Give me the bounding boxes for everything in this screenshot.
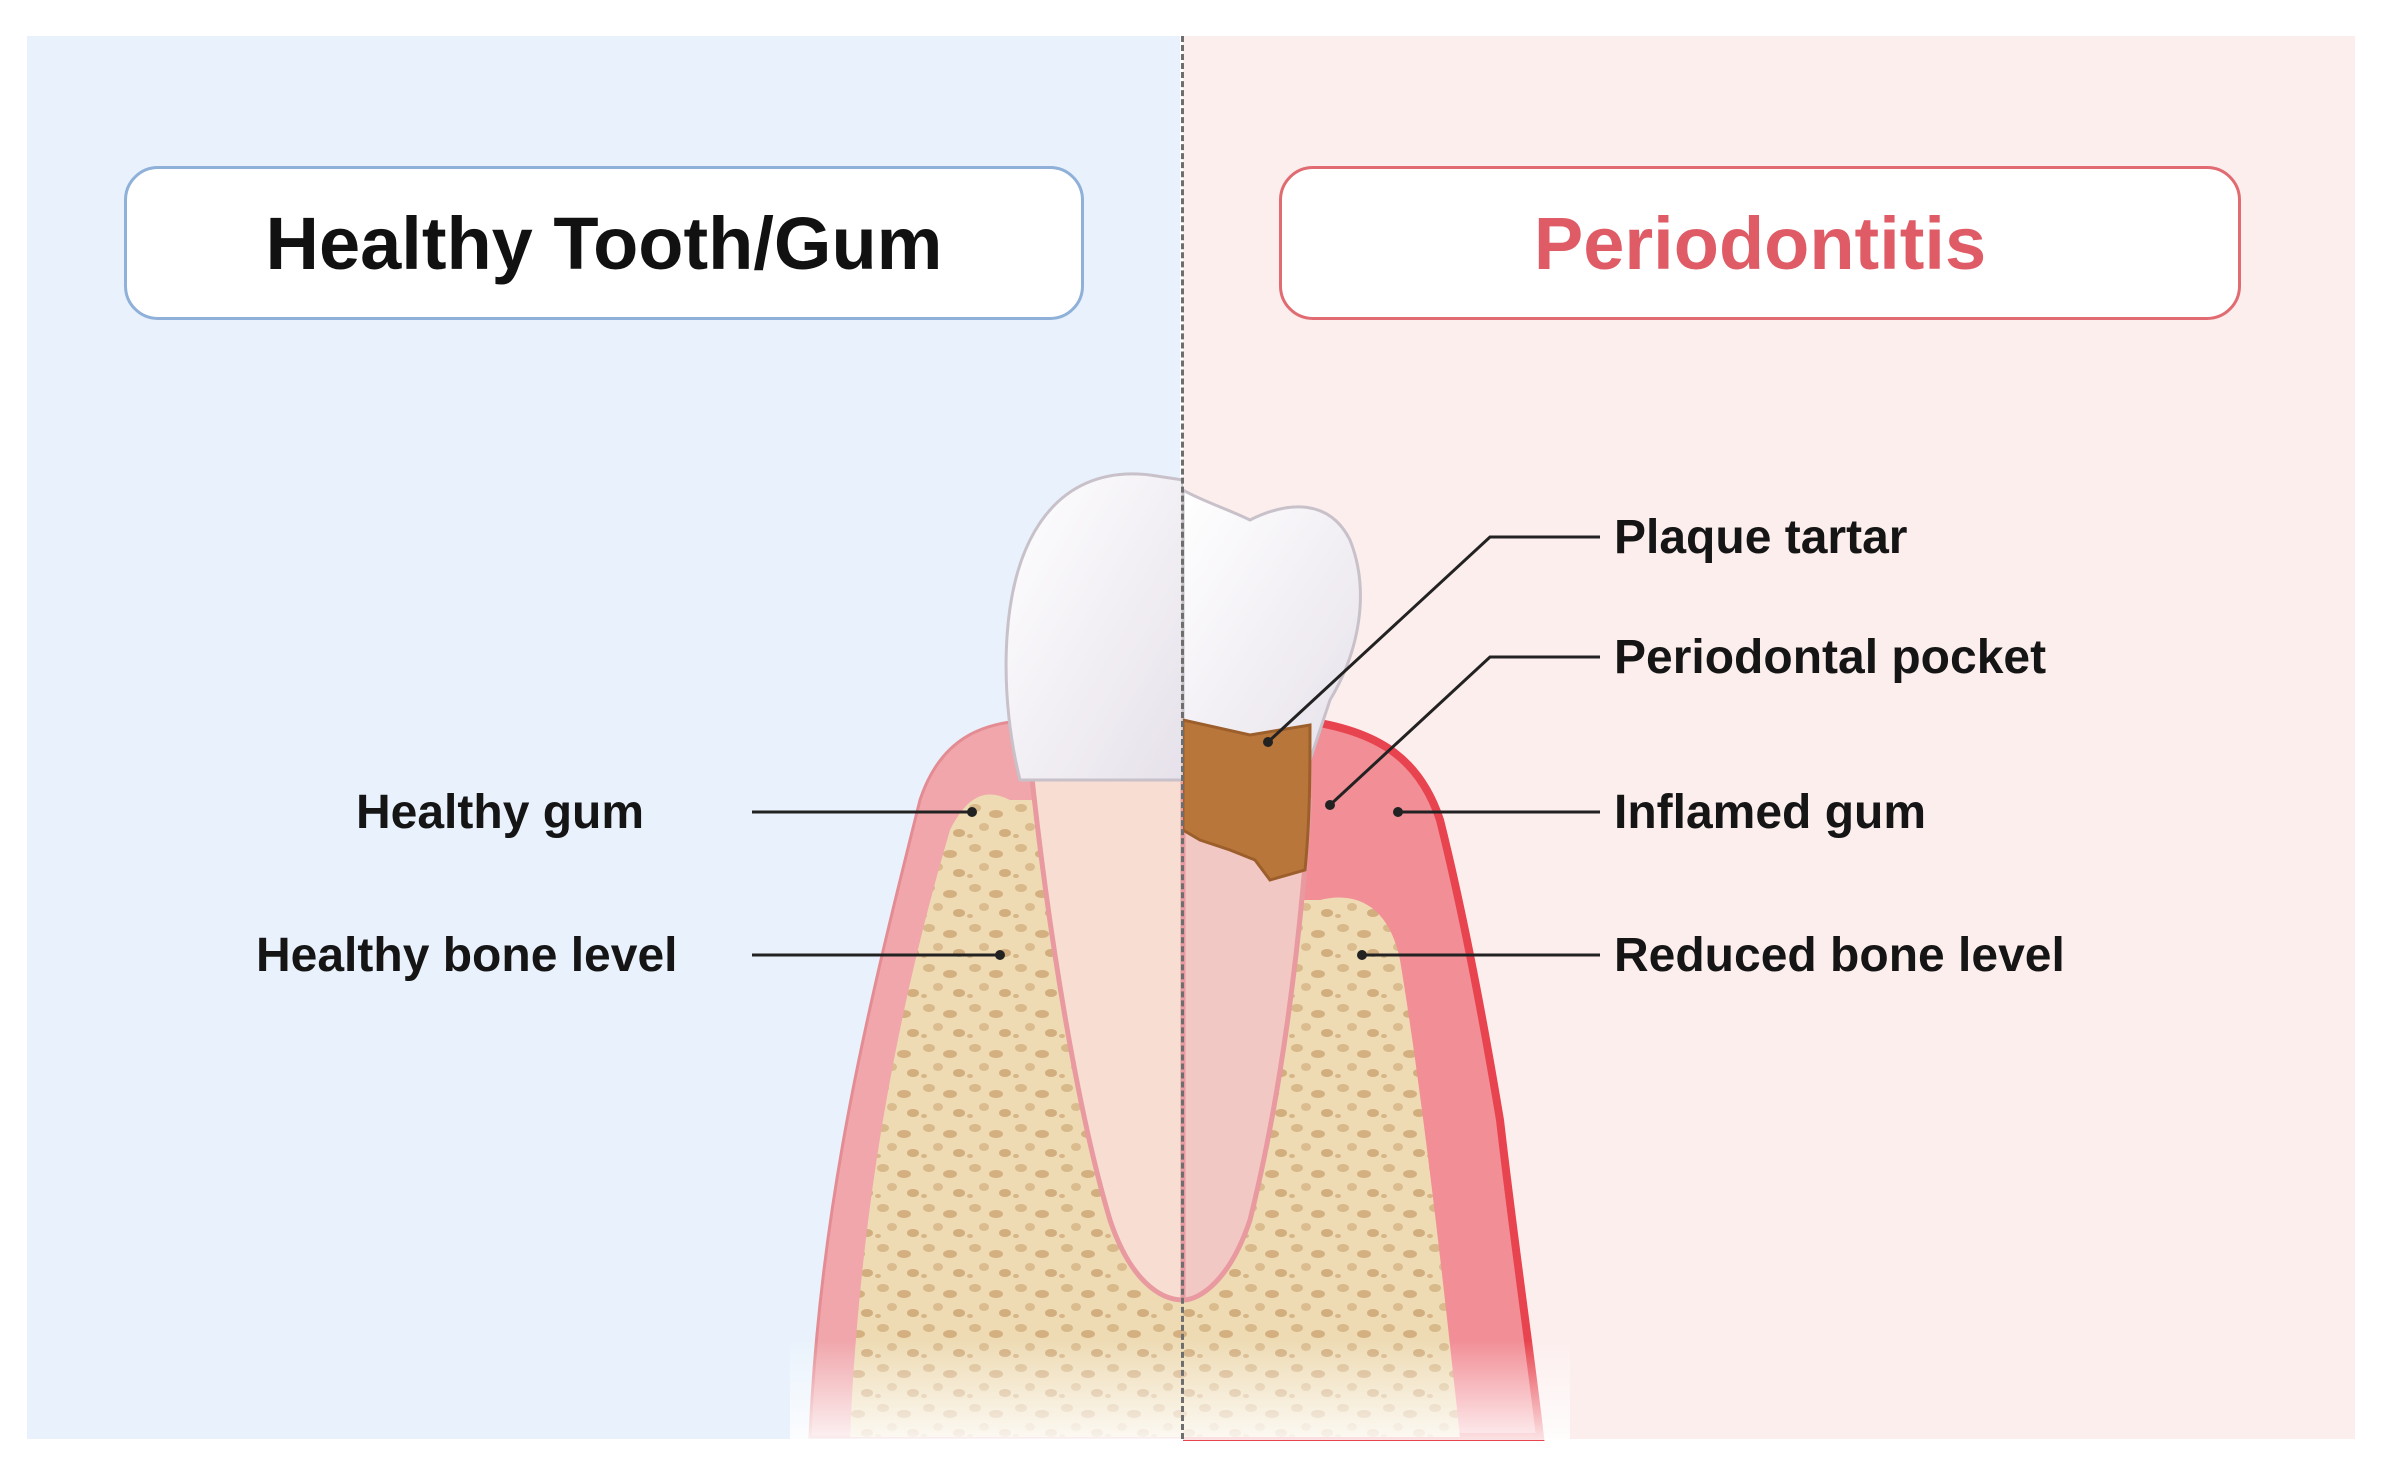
leader-periodontal-pocket [1328,655,1600,807]
healthy-title-box: Healthy Tooth/Gum [124,166,1084,320]
bottom-fade [790,1340,1570,1440]
healthy-root [1027,757,1183,1303]
tartar-deposit [1183,718,1312,882]
periodontitis-title: Periodontitis [1533,201,1987,285]
healthy-title: Healthy Tooth/Gum [265,201,943,285]
leader-plaque-tartar [1266,535,1600,744]
label-plaque-tartar: Plaque tartar [1614,511,1908,564]
label-periodontal-pocket: Periodontal pocket [1614,631,2047,684]
periodontitis-title-box: Periodontitis [1279,166,2241,320]
leader-dots [967,737,1403,960]
diseased-root [1183,757,1313,1303]
label-inflamed-gum: Inflamed gum [1614,786,1927,839]
label-healthy-gum: Healthy gum [356,786,645,839]
label-healthy-bone-level: Healthy bone level [256,929,678,982]
periodontitis-tooth-half [1183,488,1545,1441]
center-divider [1181,36,1184,1439]
label-reduced-bone-level: Reduced bone level [1614,929,2065,982]
diseased-crown [1183,488,1362,762]
leader-lines [752,535,1600,957]
healthy-tooth-half [808,472,1183,1439]
healthy-crown [1004,472,1183,782]
